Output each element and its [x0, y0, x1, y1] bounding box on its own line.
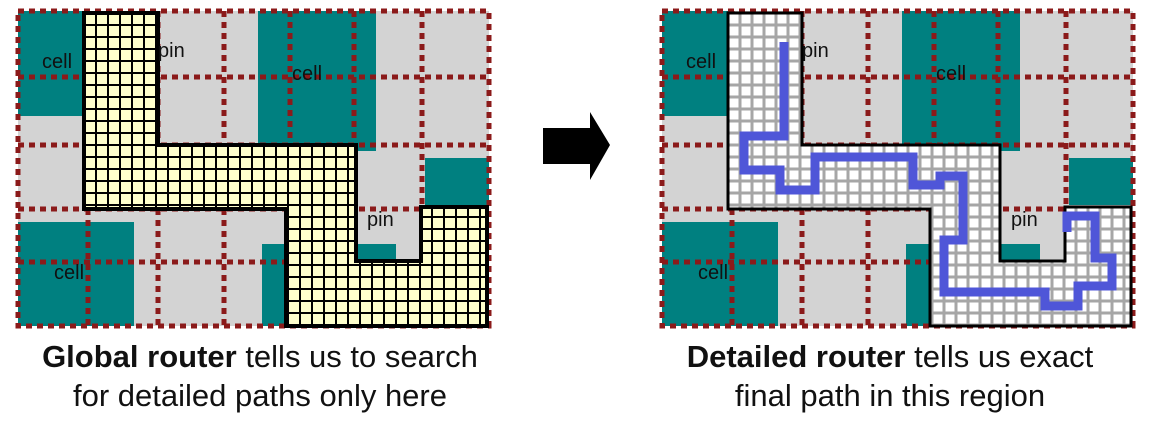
cell-label: cell: [54, 262, 84, 284]
cell-block: [906, 244, 932, 326]
cell-label: cell: [292, 63, 322, 85]
panel-border: [15, 8, 492, 329]
right-caption-line1: Detailed router tells us exact: [630, 337, 1150, 376]
cell-label: cell: [42, 51, 72, 73]
left-caption-line1: Global router tells us to search: [0, 337, 520, 376]
left-labels: cell pin cell pin cell: [42, 40, 394, 284]
left-caption-rest: tells us to search: [236, 339, 478, 374]
cell-label: cell: [686, 51, 716, 73]
cell-block: [18, 222, 134, 326]
cell-block: [662, 11, 732, 116]
global-routing-panel: cell pin cell pin cell: [15, 8, 492, 329]
detailed-routing-panel: cell pin cell pin cell: [659, 8, 1136, 329]
right-caption: Detailed router tells us exact final pat…: [630, 337, 1150, 415]
cell-block: [1069, 158, 1133, 205]
cell-block: [662, 222, 778, 326]
cell-block: [18, 11, 88, 116]
cell-block: [425, 158, 489, 205]
right-arrow-icon: [543, 112, 610, 180]
right-labels: cell pin cell pin cell: [686, 40, 1038, 284]
region-outline: [82, 11, 489, 328]
pin-label: pin: [158, 40, 185, 62]
right-caption-line2: final path in this region: [734, 378, 1046, 413]
pin-label: pin: [1011, 209, 1038, 231]
region-outline: [726, 11, 1133, 328]
right-caption-bold: Detailed router: [686, 339, 906, 374]
cell-block: [262, 244, 288, 326]
panel-border: [659, 8, 1136, 329]
left-caption-line2: for detailed paths only here: [73, 378, 447, 413]
left-caption: Global router tells us to search for det…: [0, 337, 520, 415]
left-caption-bold: Global router: [42, 339, 237, 374]
detailed-route-path: [739, 42, 1117, 311]
cell-label: cell: [936, 63, 966, 85]
cell-label: cell: [698, 262, 728, 284]
pin-label: pin: [367, 209, 394, 231]
cell-block: [1000, 244, 1040, 264]
pin-label: pin: [802, 40, 829, 62]
right-caption-rest: tells us exact: [905, 339, 1094, 374]
